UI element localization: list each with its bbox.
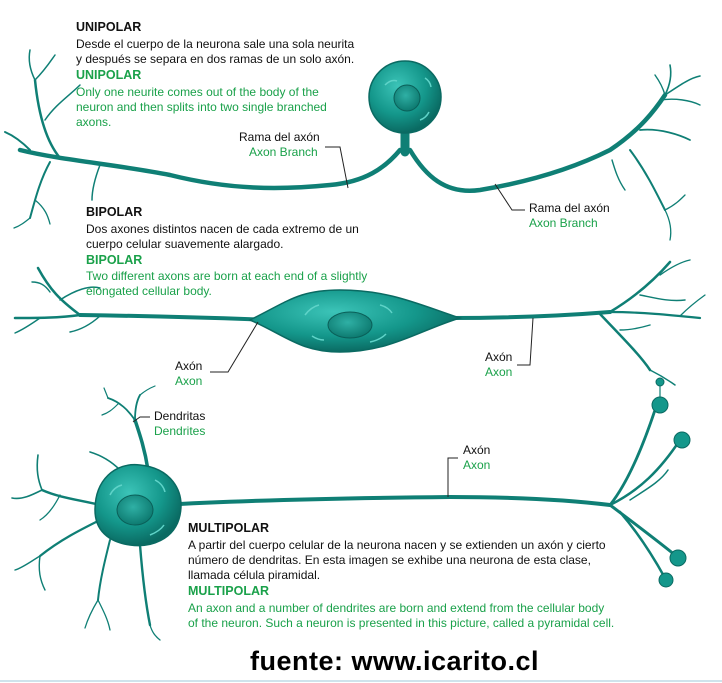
unipolar-label-left-en: Axon Branch (249, 145, 318, 159)
multipolar-leader-axon (447, 457, 458, 497)
multipolar-label-axon-en: Axon (463, 458, 491, 472)
bipolar-label-left-en: Axon (175, 374, 203, 388)
bipolar-label-left-es: Axón (175, 359, 203, 373)
multipolar-leader-dendrites (132, 416, 150, 423)
unipolar-leader-right (494, 183, 525, 211)
unipolar-label-right-es: Rama del axón (529, 201, 610, 215)
bipolar-neuron (13, 259, 706, 386)
unipolar-leader-left (325, 146, 349, 189)
source-caption: fuente: www.icarito.cl (250, 646, 540, 676)
multipolar-title-en: MULTIPOLAR (188, 584, 270, 598)
bipolar-soma (248, 289, 463, 353)
unipolar-text-en-2: neuron and then splits into two single b… (76, 100, 327, 114)
bipolar-leader-left (210, 321, 259, 373)
bipolar-text-es-1: Dos axones distintos nacen de cada extre… (86, 222, 359, 236)
unipolar-text-en-3: axons. (76, 115, 112, 129)
unipolar-soma (368, 60, 442, 134)
bottom-divider (0, 680, 722, 682)
bipolar-text-en-1: Two different axons are born at each end… (86, 269, 368, 283)
bipolar-text-es-2: cuerpo celular suavemente alargado. (86, 237, 284, 251)
bipolar-leader-right (517, 317, 534, 366)
multipolar-text-en-2: of the neuron. Such a neuron is presente… (188, 616, 615, 630)
multipolar-soma (94, 463, 182, 547)
bipolar-title-es: BIPOLAR (86, 205, 143, 219)
bipolar-title-en: BIPOLAR (86, 253, 143, 267)
unipolar-text-es-1: Desde el cuerpo de la neurona sale una s… (76, 37, 355, 51)
unipolar-label-left-es: Rama del axón (239, 130, 320, 144)
multipolar-text-es-3: llamada célula piramidal. (188, 568, 321, 582)
multipolar-title-es: MULTIPOLAR (188, 521, 270, 535)
bipolar-label-right-es: Axón (485, 350, 513, 364)
bipolar-label-right-en: Axon (485, 365, 513, 379)
bipolar-text-en-2: elongated cellular body. (86, 284, 212, 298)
unipolar-text-en-1: Only one neurite comes out of the body o… (76, 85, 319, 99)
multipolar-text-es-2: número de dendritas. En esta imagen se e… (188, 553, 591, 567)
multipolar-label-dendrites-en: Dendrites (154, 424, 206, 438)
unipolar-neuron (4, 49, 701, 241)
unipolar-title-es: UNIPOLAR (76, 20, 142, 34)
multipolar-neuron (11, 384, 682, 641)
multipolar-text-es-1: A partir del cuerpo celular de la neuron… (188, 538, 606, 552)
multipolar-terminal-buttons (651, 377, 691, 588)
unipolar-text-es-2: y después se separa en dos ramas de un s… (76, 52, 355, 66)
unipolar-title-en: UNIPOLAR (76, 68, 142, 82)
multipolar-label-dendrites-es: Dendritas (154, 409, 206, 423)
unipolar-label-right-en: Axon Branch (529, 216, 598, 230)
multipolar-text-en-1: An axon and a number of dendrites are bo… (188, 601, 605, 615)
multipolar-label-axon-es: Axón (463, 443, 491, 457)
